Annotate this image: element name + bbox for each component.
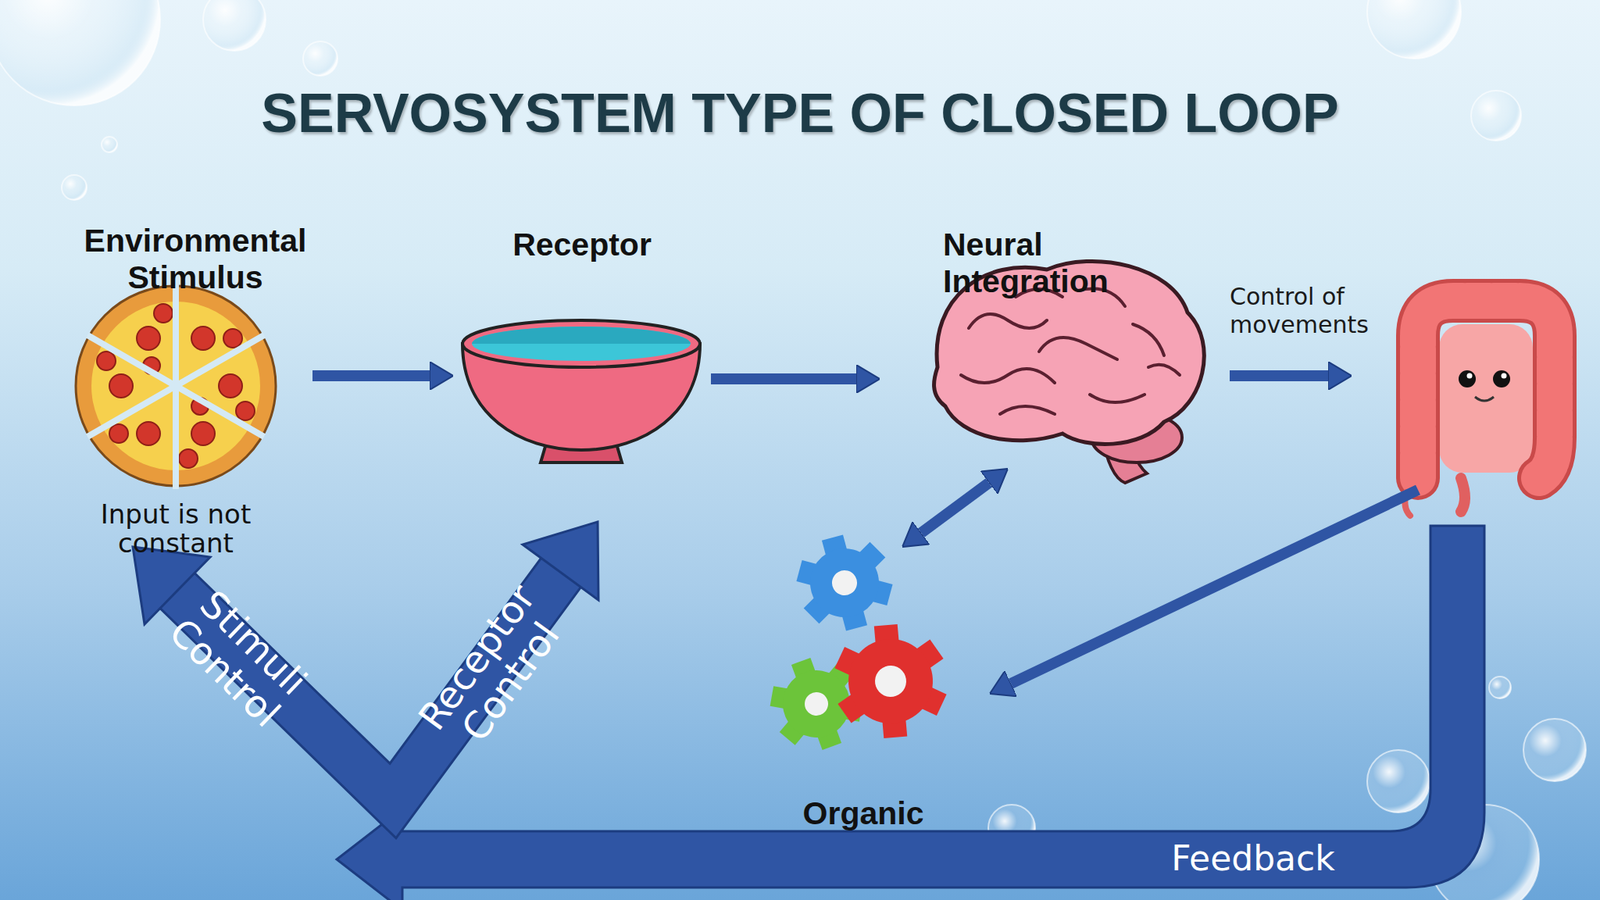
eye-glint [1501,373,1508,379]
layout-arrows [132,375,1485,900]
droplet [1367,0,1461,59]
arrow-label: Control of movements [1229,282,1394,340]
node-heading: Receptor [453,226,711,264]
gear-body [802,540,887,625]
droplet [1523,718,1586,782]
droplet [303,41,338,76]
brain-folds [960,289,1180,415]
droplet [1367,750,1430,813]
droplet [61,175,87,200]
slice-gap [175,335,265,386]
pepperoni [136,421,161,446]
feedback-label: Feedback [1135,838,1371,880]
droplet [1489,676,1511,699]
brain-fold [1000,406,1055,415]
receptor-node: Receptor [453,226,711,477]
slice-gap [172,282,179,386]
flow-arrow [710,373,857,385]
bowl-inside-shade [471,326,691,344]
gear-hole [803,690,831,718]
flow-arrow [921,482,990,533]
node-heading: Organic [757,795,969,833]
intestine-outline [1417,300,1555,479]
pepperoni [218,374,243,398]
intestine-eye [1492,370,1511,388]
pepperoni [109,374,133,398]
eye-glint [1467,373,1473,379]
droplet [1471,90,1522,141]
pepperoni [96,351,116,371]
flow-arrow [312,370,430,382]
large-intestine [1417,300,1555,479]
droplet [0,0,161,106]
intestine-center [1439,324,1533,473]
stimulus-node: Environmental StimulusInput is not const… [78,222,313,559]
brain-fold [1148,364,1180,375]
control-label: Receptor Control [400,563,588,777]
node-heading: Neural Integration [942,226,1147,300]
node-note: Input is not constant [85,500,266,559]
red-gear [816,607,965,754]
brain-fold [960,368,1055,383]
slice-gap [172,385,179,490]
slice-gaps [87,282,265,490]
pizza-illustration [75,282,276,490]
intestine-eye [1458,370,1476,388]
control-arrow [1229,370,1329,382]
pepperoni [109,424,129,443]
pepperoni [191,421,215,446]
pepperoni [235,401,255,421]
gear-hole [869,660,911,702]
pepperoni [191,326,215,350]
gear-hole [828,567,860,598]
brain-fold [1089,394,1145,403]
integration-node: Neural Integration [879,226,1219,469]
feedback-arrow [336,525,1485,900]
gears-illustration [764,526,965,756]
brain-fold [1132,324,1165,356]
intestine-illustration [1404,300,1555,516]
brain-fold [1039,337,1118,360]
organic-node: Organic [773,546,954,829]
intestine-smile [1475,396,1494,401]
droplet [101,136,118,153]
diagram-title: SERVOSYSTEM TYPE OF CLOSED LOOP [0,80,1600,147]
gear-body [834,625,947,738]
rectum [1460,478,1465,512]
blue-gear [787,526,902,640]
control-label: Stimuli Control [148,567,330,747]
brain-fold [968,314,1047,329]
droplet [203,0,266,51]
bowl-illustration [462,320,700,463]
bowl-inside [471,326,691,361]
edge-layer [312,375,990,533]
bowl-rim [462,320,700,368]
organ-feedback-arrow [1010,489,1418,684]
pepperoni [223,328,243,348]
slice-gap [175,385,265,437]
pepperoni [136,326,161,350]
pepperoni [153,303,173,323]
slice-gap [87,335,176,386]
node-heading: Environmental Stimulus [70,222,321,297]
pepperoni [178,449,198,468]
slice-gap [87,385,176,437]
